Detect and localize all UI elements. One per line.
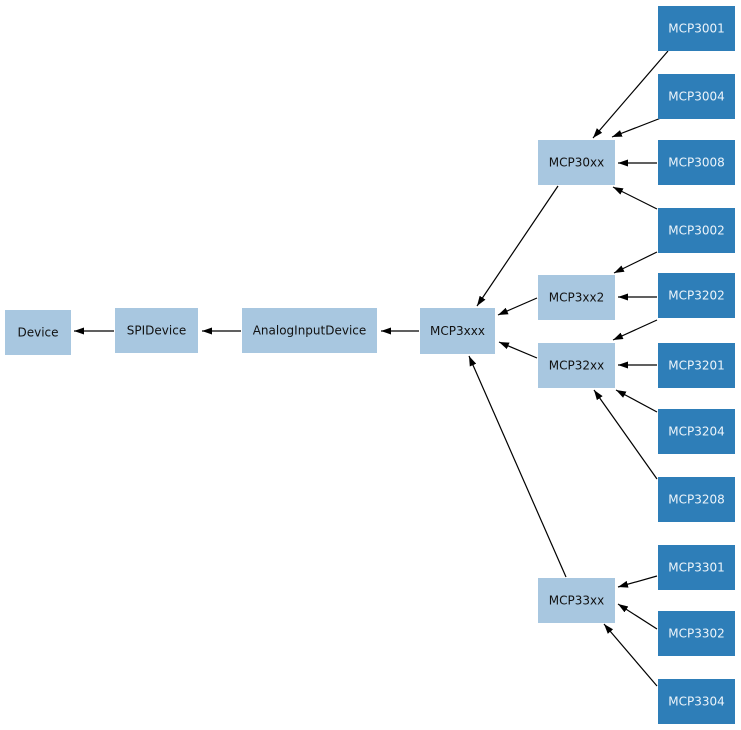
node-box-mcp33xx[interactable] [538,578,615,623]
node-box-mcp3302[interactable] [658,611,735,656]
class-node-mcp3xx2[interactable]: MCP3xx2 [538,275,615,320]
node-label-mcp3001: MCP3001 [668,22,725,36]
node-box-mcp3301[interactable] [658,545,735,590]
node-label-mcp33xx: MCP33xx [549,594,604,608]
node-box-mcp3204[interactable] [658,409,735,454]
edge-mcp3002-to-mcp30xx [612,186,658,210]
node-label-mcp3202: MCP3202 [668,289,725,303]
node-box-mcp3001[interactable] [658,6,735,51]
class-node-mcp3302[interactable]: MCP3302 [658,611,735,656]
class-node-mcp3301[interactable]: MCP3301 [658,545,735,590]
node-box-mcp32xx[interactable] [538,343,615,388]
node-label-analoginputdevice: AnalogInputDevice [253,324,367,338]
node-box-mcp3201[interactable] [658,343,735,388]
edge-mcp32xx-to-mcp3xxx [498,341,538,359]
class-node-mcp30xx[interactable]: MCP30xx [538,140,615,185]
class-node-mcp3002[interactable]: MCP3002 [658,208,735,253]
node-label-mcp3xxx: MCP3xxx [430,324,485,338]
node-label-mcp3204: MCP3204 [668,425,725,439]
node-box-mcp3002[interactable] [658,208,735,253]
node-box-analoginputdevice[interactable] [242,308,377,353]
edge-mcp3208-to-mcp32xx [593,389,658,480]
node-label-mcp32xx: MCP32xx [549,359,604,373]
edge-mcp3xx2-to-mcp3xxx [497,297,538,316]
edge-mcp33xx-to-mcp3xxx [468,355,567,578]
class-node-mcp3xxx[interactable]: MCP3xxx [420,308,495,354]
node-label-mcp3302: MCP3302 [668,627,725,641]
edge-mcp3002-to-mcp3xx2 [613,251,658,274]
node-box-mcp3304[interactable] [658,679,735,724]
node-label-mcp3002: MCP3002 [668,224,725,238]
node-box-mcp3208[interactable] [658,477,735,522]
node-label-mcp3208: MCP3208 [668,493,725,507]
node-box-mcp3202[interactable] [658,273,735,318]
class-node-mcp3202[interactable]: MCP3202 [658,273,735,318]
node-label-mcp3004: MCP3004 [668,90,725,104]
node-label-mcp3xx2: MCP3xx2 [549,291,604,305]
edge-mcp3001-to-mcp30xx [592,50,669,139]
class-node-mcp33xx[interactable]: MCP33xx [538,578,615,623]
node-box-mcp3004[interactable] [658,74,735,119]
edge-mcp3202-to-mcp32xx [612,319,658,341]
class-node-mcp3004[interactable]: MCP3004 [658,74,735,119]
edge-mcp3301-to-mcp33xx [617,575,658,588]
class-node-analoginputdevice[interactable]: AnalogInputDevice [242,308,377,353]
class-node-spidevice[interactable]: SPIDevice [115,308,198,353]
edge-mcp3204-to-mcp32xx [615,389,658,413]
edge-mcp3004-to-mcp30xx [611,117,662,138]
node-box-mcp3008[interactable] [658,140,735,185]
class-node-mcp32xx[interactable]: MCP32xx [538,343,615,388]
class-node-mcp3201[interactable]: MCP3201 [658,343,735,388]
edges-layer [74,50,669,687]
node-box-mcp30xx[interactable] [538,140,615,185]
edge-mcp3304-to-mcp33xx [603,623,658,687]
node-box-mcp3xx2[interactable] [538,275,615,320]
class-node-mcp3008[interactable]: MCP3008 [658,140,735,185]
edge-mcp30xx-to-mcp3xxx [476,185,559,307]
node-label-mcp3304: MCP3304 [668,695,725,709]
edge-mcp3302-to-mcp33xx [617,603,658,630]
class-node-mcp3304[interactable]: MCP3304 [658,679,735,724]
node-label-mcp3201: MCP3201 [668,359,725,373]
node-label-mcp3301: MCP3301 [668,561,725,575]
node-label-device: Device [17,326,58,340]
class-node-mcp3001[interactable]: MCP3001 [658,6,735,51]
class-node-mcp3208[interactable]: MCP3208 [658,477,735,522]
node-label-mcp30xx: MCP30xx [549,156,604,170]
node-box-device[interactable] [5,310,71,355]
class-node-mcp3204[interactable]: MCP3204 [658,409,735,454]
node-label-spidevice: SPIDevice [127,324,186,338]
node-box-spidevice[interactable] [115,308,198,353]
node-box-mcp3xxx[interactable] [420,308,495,354]
node-label-mcp3008: MCP3008 [668,156,725,170]
class-node-device[interactable]: Device [5,310,71,355]
